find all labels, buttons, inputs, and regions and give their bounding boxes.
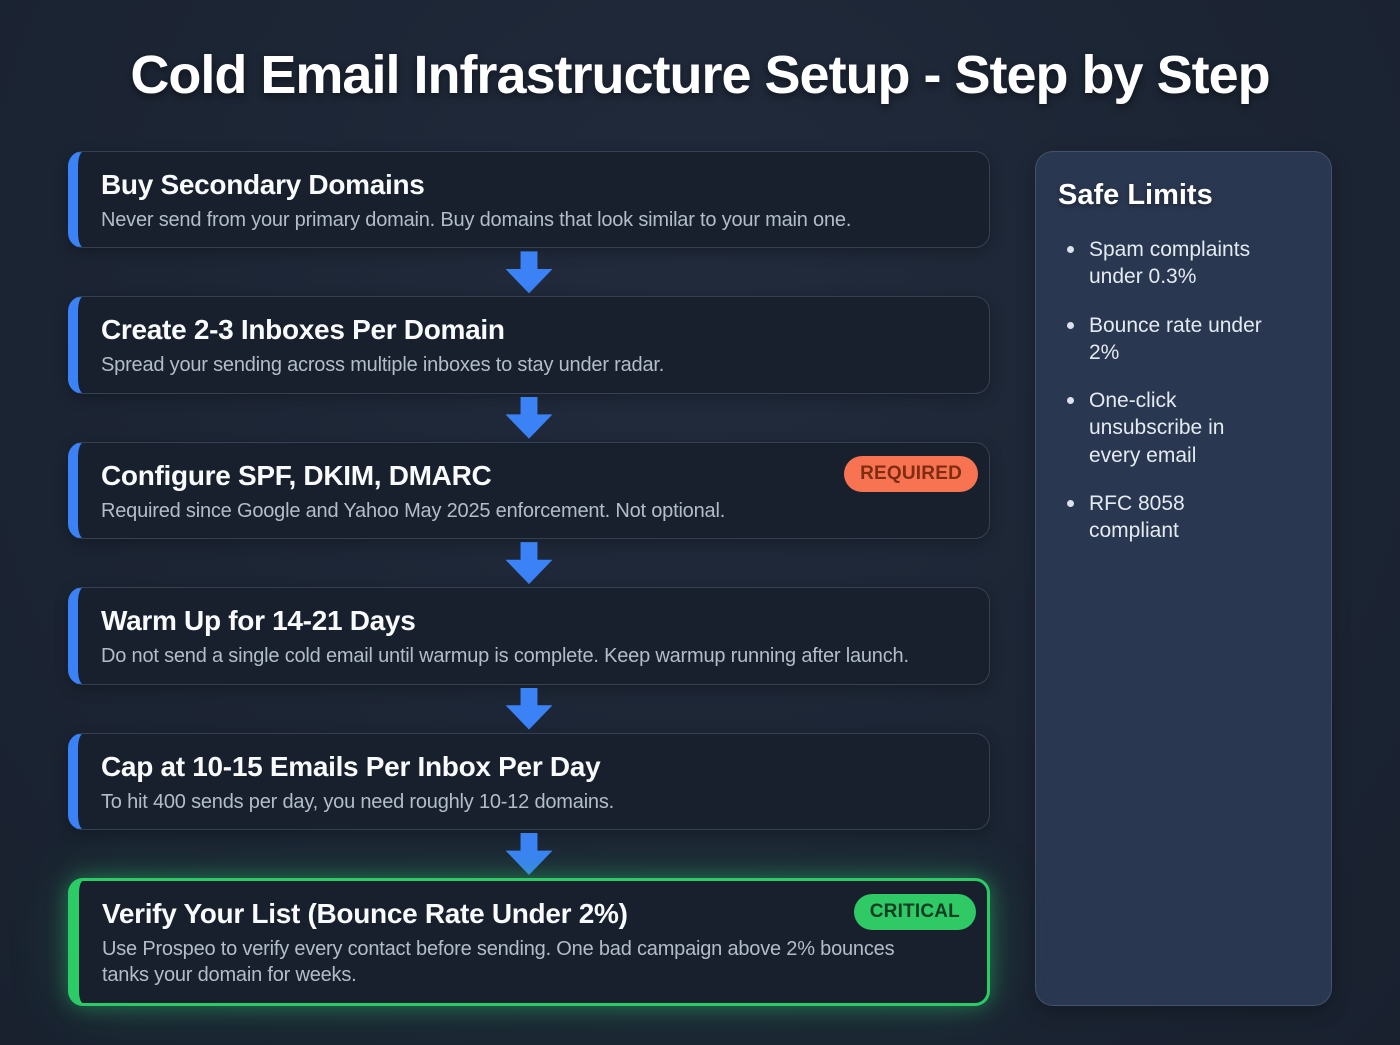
step-card-warm-up: Warm Up for 14-21 Days Do not send a sin… (68, 587, 990, 685)
arrow-down-icon (505, 687, 553, 730)
list-item: Spam complaints under 0.3% (1067, 236, 1279, 291)
step-card-buy-domains: Buy Secondary Domains Never send from yo… (68, 151, 990, 249)
step-card-verify-list: Verify Your List (Bounce Rate Under 2%) … (68, 877, 990, 1006)
step-description: Required since Google and Yahoo May 2025… (101, 499, 726, 522)
arrow-down-icon (505, 832, 553, 875)
step-card-create-inboxes: Create 2-3 Inboxes Per Domain Spread you… (68, 296, 990, 394)
list-item: One-click unsubscribe in every email (1067, 387, 1279, 469)
step-title: Cap at 10-15 Emails Per Inbox Per Day (101, 750, 601, 782)
step-description: Spread your sending across multiple inbo… (101, 354, 665, 377)
content-area: Buy Secondary Domains Never send from yo… (68, 151, 1332, 1006)
step-description: Use Prospeo to verify every contact befo… (102, 937, 895, 987)
step-title: Warm Up for 14-21 Days (101, 605, 416, 637)
page-title: Cold Email Infrastructure Setup - Step b… (130, 45, 1270, 105)
safe-limits-panel: Safe Limits Spam complaints under 0.3% B… (1035, 151, 1332, 1006)
safe-limits-title: Safe Limits (1058, 179, 1213, 211)
arrow-down-icon (505, 251, 553, 294)
critical-badge: CRITICAL (853, 893, 976, 930)
step-description: To hit 400 sends per day, you need rough… (101, 790, 615, 813)
step-card-cap-emails: Cap at 10-15 Emails Per Inbox Per Day To… (68, 732, 990, 830)
step-title: Buy Secondary Domains (101, 169, 425, 200)
step-title: Create 2-3 Inboxes Per Domain (101, 314, 505, 346)
step-title: Configure SPF, DKIM, DMARC (101, 459, 492, 491)
required-badge: REQUIRED (844, 455, 978, 492)
step-flow: Buy Secondary Domains Never send from yo… (68, 151, 990, 1006)
arrow-down-icon (505, 542, 553, 585)
safe-limits-list: Spam complaints under 0.3% Bounce rate u… (1058, 236, 1311, 545)
step-title: Verify Your List (Bounce Rate Under 2%) (102, 897, 628, 929)
list-item: RFC 8058 compliant (1067, 490, 1279, 545)
arrow-down-icon (505, 396, 553, 439)
list-item: Bounce rate under 2% (1067, 312, 1279, 367)
step-description: Do not send a single cold email until wa… (101, 645, 909, 668)
step-description: Never send from your primary domain. Buy… (101, 209, 852, 231)
step-card-configure-auth: Configure SPF, DKIM, DMARC Required sinc… (68, 441, 990, 540)
